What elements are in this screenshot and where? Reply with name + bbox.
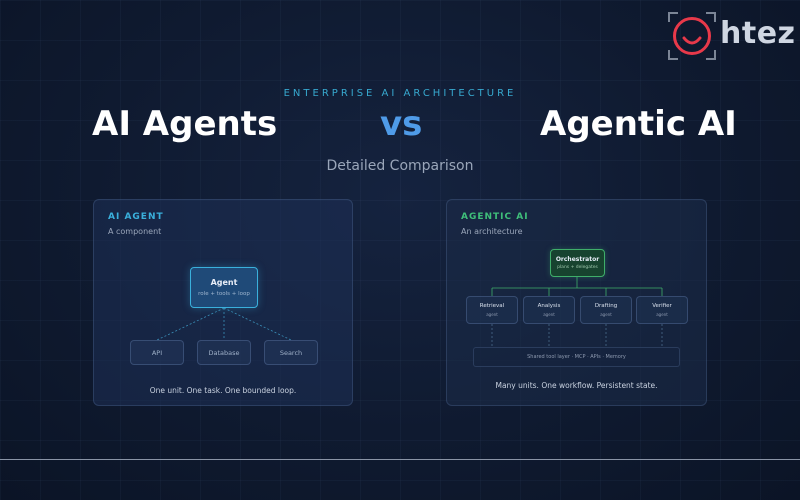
panel-footer: One unit. One task. One bounded loop. bbox=[149, 386, 297, 395]
agent-node-subtitle: role + tools + loop bbox=[198, 291, 250, 297]
logo-text: htez bbox=[720, 16, 796, 51]
worker-subtitle: agent bbox=[600, 312, 612, 317]
eyebrow-label: ENTERPRISE AI ARCHITECTURE bbox=[283, 88, 517, 99]
worker-title: Analysis bbox=[537, 303, 561, 309]
worker-node-retrieval[interactable]: Retrieval agent bbox=[466, 296, 518, 324]
panel-heading: AGENTIC AI bbox=[461, 212, 529, 222]
agentic-ai-panel: AGENTIC AI An architecture Orchestrator … bbox=[446, 199, 707, 406]
title-left: AI Agents bbox=[92, 104, 278, 144]
title-vs: vs bbox=[380, 104, 423, 144]
worker-subtitle: agent bbox=[656, 312, 668, 317]
worker-node-verifier[interactable]: Verifier agent bbox=[636, 296, 688, 324]
page-subtitle: Detailed Comparison bbox=[326, 158, 474, 174]
panel-footer: Many units. One workflow. Persistent sta… bbox=[495, 381, 658, 390]
worker-title: Retrieval bbox=[479, 303, 505, 309]
worker-node-analysis[interactable]: Analysis agent bbox=[523, 296, 575, 324]
worker-title: Verifier bbox=[652, 303, 672, 309]
agent-node[interactable]: Agent role + tools + loop bbox=[190, 267, 258, 308]
worker-title: Drafting bbox=[594, 303, 618, 309]
brand-logo[interactable]: htez bbox=[668, 12, 795, 60]
agent-tool-connectors bbox=[156, 307, 292, 341]
shared-tool-layer[interactable]: Shared tool layer · MCP · APIs · Memory bbox=[473, 347, 680, 367]
orchestrator-subtitle: plans + delegates bbox=[557, 265, 598, 270]
orchestrator-title: Orchestrator bbox=[555, 256, 600, 263]
worker-subtitle: agent bbox=[486, 312, 498, 317]
panel-subheading: A component bbox=[108, 227, 162, 236]
tool-node-api[interactable]: API bbox=[130, 340, 184, 365]
bottom-divider bbox=[0, 459, 800, 460]
agent-node-title: Agent bbox=[210, 278, 238, 287]
orchestrator-connectors bbox=[491, 277, 663, 347]
panel-subheading: An architecture bbox=[461, 227, 523, 236]
tool-node-database[interactable]: Database bbox=[197, 340, 251, 365]
logo-mark-icon bbox=[668, 12, 716, 60]
worker-subtitle: agent bbox=[543, 312, 555, 317]
ai-agent-panel: AI AGENT A component Agent role + tools … bbox=[93, 199, 353, 406]
orchestrator-node[interactable]: Orchestrator plans + delegates bbox=[550, 249, 605, 277]
title-right: Agentic AI bbox=[540, 104, 737, 144]
worker-node-drafting[interactable]: Drafting agent bbox=[580, 296, 632, 324]
panel-heading: AI AGENT bbox=[108, 212, 164, 222]
tool-node-search[interactable]: Search bbox=[264, 340, 318, 365]
